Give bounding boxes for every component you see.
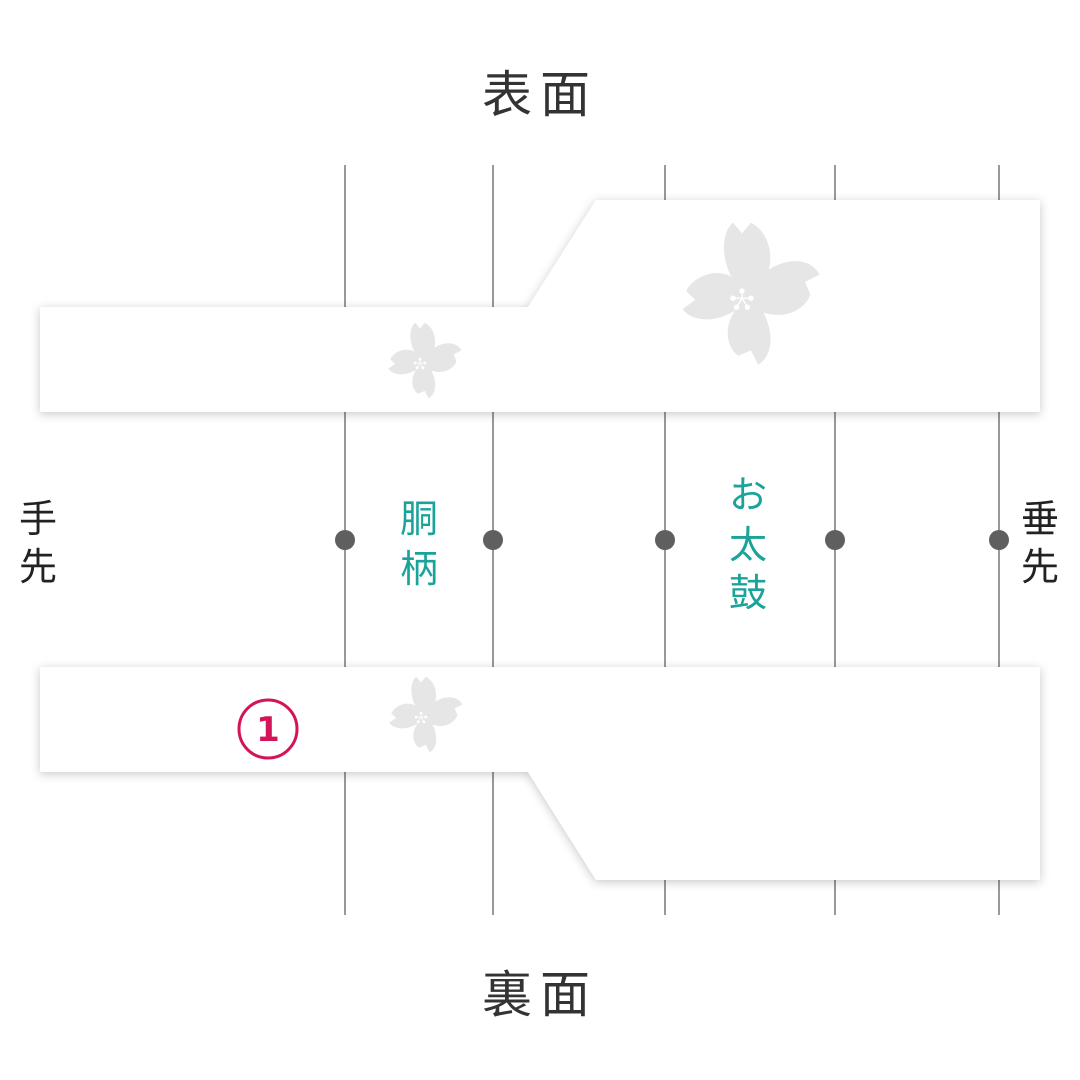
section-dot-5 [989,530,1009,550]
marker-1: 1 [237,698,299,760]
otaiko-label-2: 太 [729,523,767,567]
section-dot-1 [335,530,355,550]
section-dot-2 [483,530,503,550]
section-dot-4 [825,530,845,550]
dou-gara-label-1: 胴 [400,497,438,541]
right-end-label-2: 先 [1021,545,1059,589]
otaiko-label-3: 鼓 [729,571,767,615]
back-face-title: 裏面 [482,966,598,1024]
dou-gara-label-2: 柄 [400,547,438,591]
marker-number: 1 [256,710,280,750]
marker-circle [237,698,299,760]
left-end-label-1: 手 [19,497,57,541]
section-dots [335,530,1009,550]
front-face-title: 表面 [482,66,598,124]
back-obi-strip [40,667,1040,880]
otaiko-label-1: お [729,473,767,517]
section-dot-3 [655,530,675,550]
right-end-label-1: 垂 [1021,497,1059,541]
left-end-label-2: 先 [19,545,57,589]
front-obi-strip [40,200,1040,412]
